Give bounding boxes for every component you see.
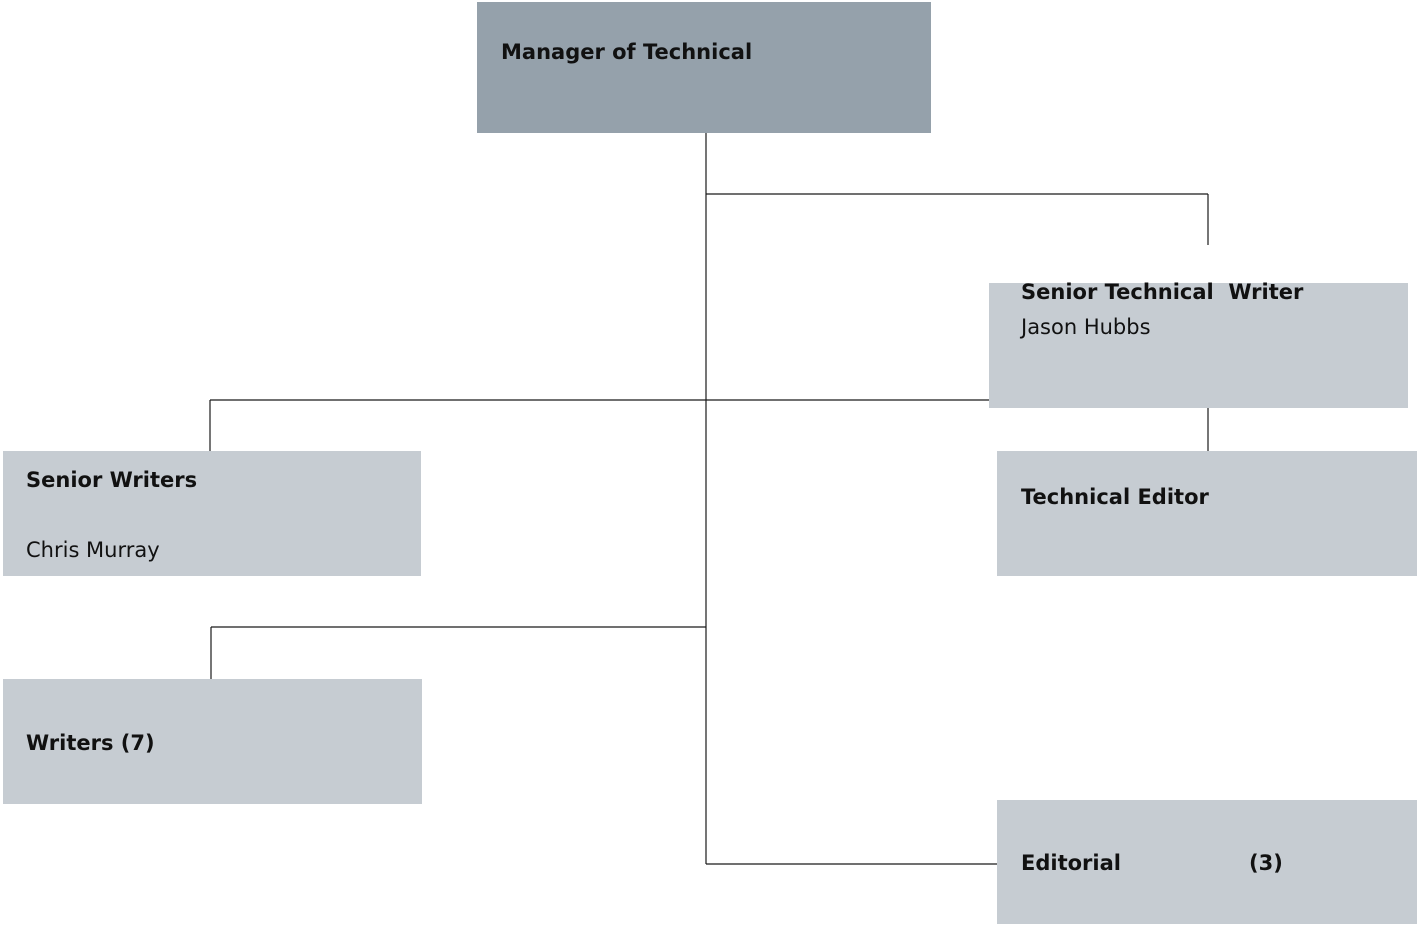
- node-editorial: Editorial (3): [997, 800, 1417, 924]
- node-editorial-count: (3): [1249, 851, 1283, 875]
- node-manager-title: Manager of Technical: [501, 40, 753, 64]
- node-manager: Manager of Technical: [477, 2, 931, 133]
- node-editorial-title: Editorial: [1021, 851, 1121, 875]
- node-stw-title: Senior Technical Writer: [1021, 280, 1304, 304]
- node-technical-editor: Technical Editor: [997, 451, 1417, 576]
- node-writers-title: Writers (7): [26, 731, 155, 755]
- node-senior-writers: Senior Writers Chris Murray: [3, 451, 421, 576]
- node-stw-name: Jason Hubbs: [1021, 315, 1151, 339]
- node-writers: Writers (7): [3, 679, 422, 804]
- node-senior-technical-writer: Senior Technical Writer Jason Hubbs: [989, 280, 1408, 408]
- node-sw-name: Chris Murray: [26, 538, 160, 562]
- node-te-title: Technical Editor: [1021, 485, 1209, 509]
- node-sw-title: Senior Writers: [26, 468, 198, 492]
